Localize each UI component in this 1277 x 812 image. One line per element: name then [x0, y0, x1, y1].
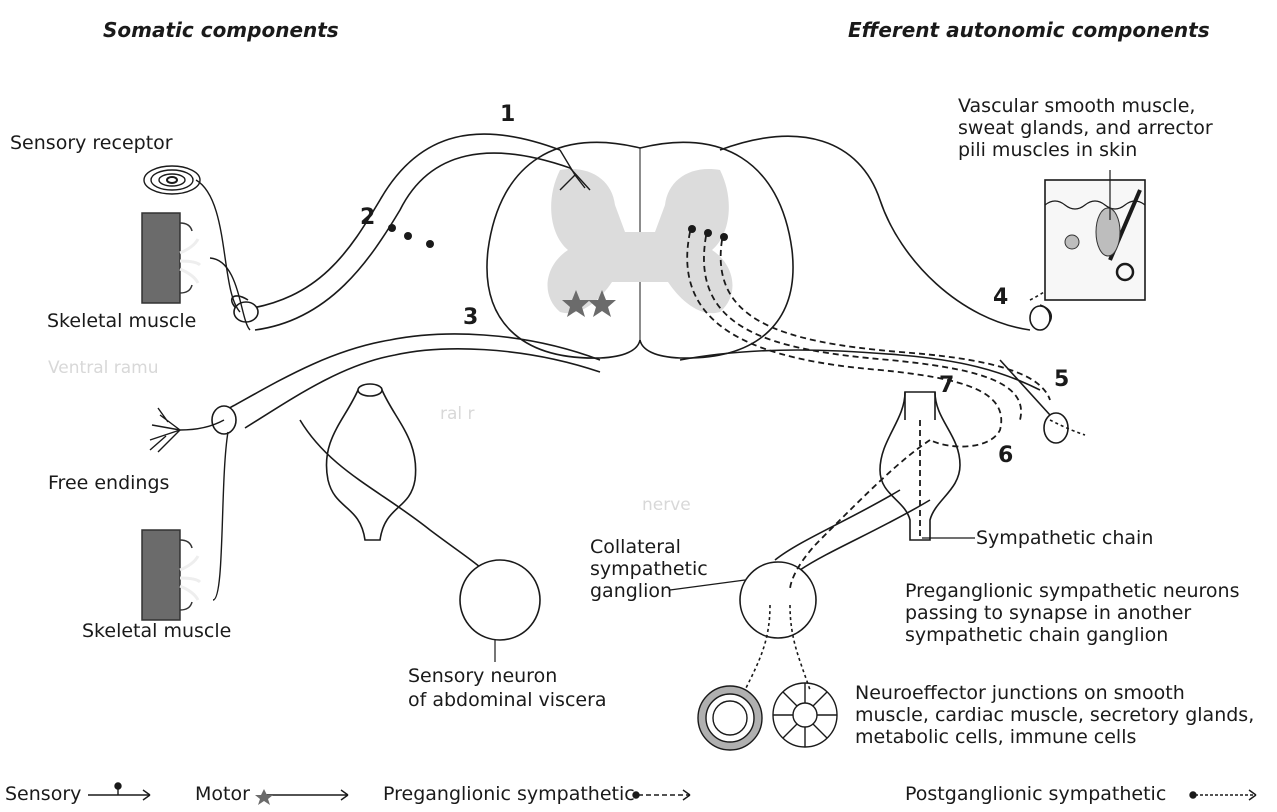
free-endings	[150, 408, 180, 452]
legend-preganglionic: Preganglionic sympathetic	[383, 783, 635, 805]
marker-6: 6	[998, 443, 1013, 468]
marker-3: 3	[463, 305, 478, 330]
left-dorsal-ramus-stub	[234, 302, 258, 322]
label-skeletal-muscle-top: Skeletal muscle	[47, 310, 196, 332]
label-collateral-line3: ganglion	[590, 580, 672, 602]
marker-4: 4	[993, 285, 1008, 310]
ventral-ramus-ghost-label: Ventral ramu	[48, 358, 158, 378]
ral-ghost-label: ral r	[440, 404, 475, 424]
label-preganglionic-note-line3: sympathetic chain ganglion	[905, 624, 1168, 646]
marker-1: 1	[500, 102, 515, 127]
left-nerve-bundle	[221, 134, 600, 432]
legend-sensory: Sensory	[5, 783, 81, 805]
right-ventral-ramus-stub	[1044, 413, 1068, 443]
label-sensory-neuron-line2: of abdominal viscera	[408, 689, 607, 711]
label-sensory-neuron-line1: Sensory neuron	[408, 665, 557, 687]
label-vascular-line2: sweat glands, and arrector	[958, 117, 1213, 139]
sensory-fibers	[180, 150, 590, 600]
sensory-cell-bodies	[388, 224, 434, 248]
legend-motor: Motor	[195, 783, 250, 805]
label-sympathetic-chain: Sympathetic chain	[976, 527, 1153, 549]
heading-somatic: Somatic components	[103, 18, 339, 42]
skeletal-muscle-bottom	[142, 530, 200, 620]
label-preganglionic-note-line2: passing to synapse in another	[905, 602, 1191, 624]
spinal-nerve-ghost-label: nerve	[642, 495, 691, 515]
label-neuroeffector-line1: Neuroeffector junctions on smooth	[855, 682, 1185, 704]
label-neuroeffector-line2: muscle, cardiac muscle, secretory glands…	[855, 704, 1254, 726]
blood-vessel-crosssection	[698, 686, 762, 750]
legend-postganglionic: Postganglionic sympathetic	[905, 783, 1166, 805]
label-free-endings: Free endings	[48, 472, 169, 494]
collateral-ganglion	[740, 490, 930, 638]
label-collateral-line2: sympathetic	[590, 558, 708, 580]
label-collateral-line1: Collateral	[590, 536, 681, 558]
skeletal-muscle-top	[142, 213, 200, 303]
gland-crosssection	[773, 683, 837, 747]
label-vascular-line3: pili muscles in skin	[958, 139, 1137, 161]
marker-7: 7	[939, 373, 954, 398]
label-sensory-receptor: Sensory receptor	[10, 132, 173, 154]
right-nerve-bundle	[680, 136, 1051, 390]
left-chain-ganglion	[326, 384, 415, 540]
heading-autonomic: Efferent autonomic components	[848, 18, 1210, 42]
right-dorsal-ramus-stub	[1030, 306, 1050, 330]
label-skeletal-muscle-bottom: Skeletal muscle	[82, 620, 231, 642]
label-preganglionic-note-line1: Preganglionic sympathetic neurons	[905, 580, 1240, 602]
label-vascular-line1: Vascular smooth muscle,	[958, 95, 1195, 117]
skin-illustration	[1045, 180, 1145, 300]
label-neuroeffector-line3: metabolic cells, immune cells	[855, 726, 1136, 748]
marker-2: 2	[360, 205, 375, 230]
sensory-receptor	[144, 166, 200, 194]
marker-5: 5	[1054, 367, 1069, 392]
